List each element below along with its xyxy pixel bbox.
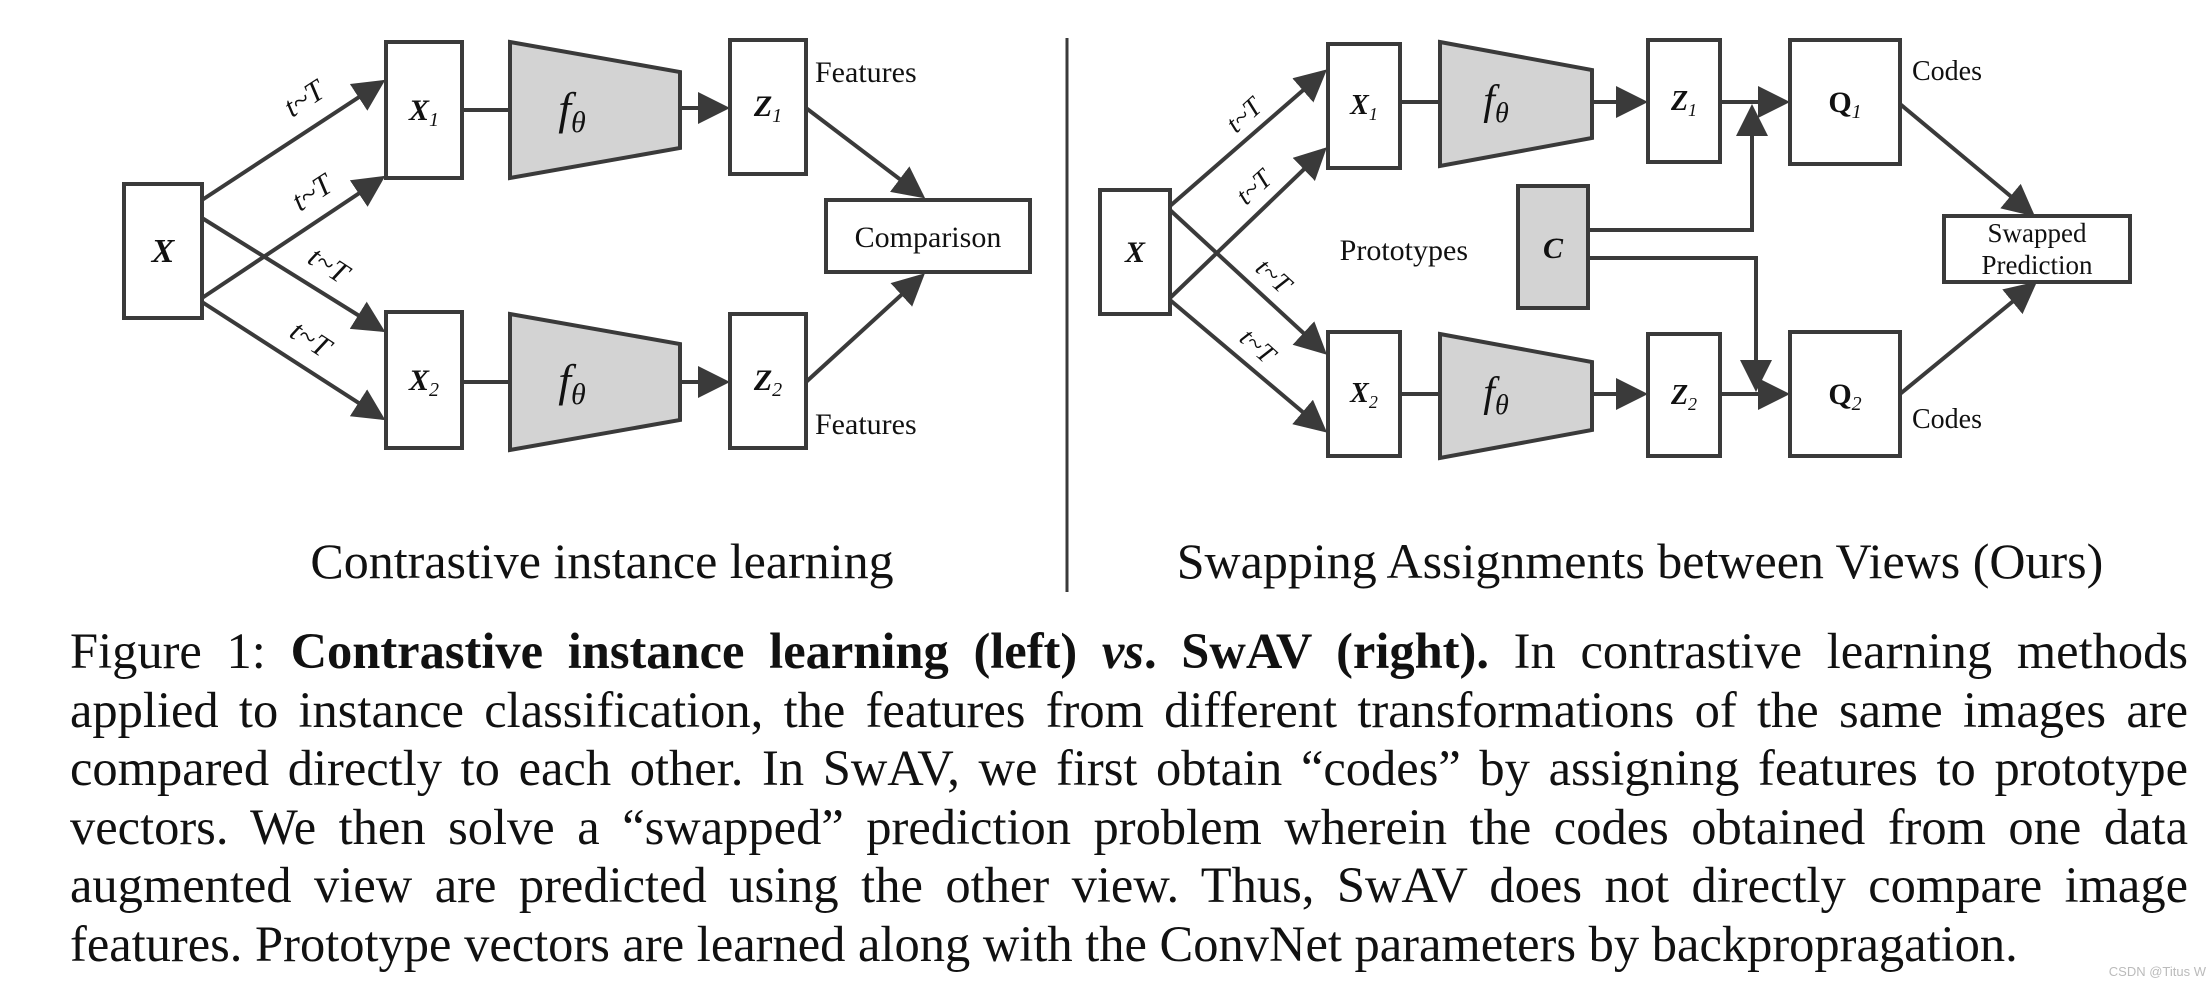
left-panel-title: Contrastive instance learning	[310, 533, 893, 589]
left-input-label: X	[151, 233, 176, 270]
right-feat1-label: Z1	[1670, 86, 1697, 120]
left-transform-label-1: t~T	[278, 72, 333, 123]
figure-caption: Figure 1: Contrastive instance learning …	[70, 622, 2188, 973]
watermark: CSDN @Titus W	[2108, 964, 2206, 979]
left-panel: X t~T t~T t~T t~T X1 X2 fθ fθ Z1 Z2	[122, 38, 1032, 589]
figure-diagram: X t~T t~T t~T t~T X1 X2 fθ fθ Z1 Z2	[122, 38, 2132, 592]
right-arrow-x-to-x1-a	[1168, 69, 1328, 208]
left-input-box	[122, 182, 204, 320]
code2-label: Q2	[1828, 378, 1861, 415]
right-transform-label-4: t~T	[1234, 322, 1283, 370]
prototypes-box	[1516, 184, 1590, 310]
right-feat2-label: Z2	[1670, 380, 1697, 414]
right-view1-label: X1	[1349, 90, 1378, 124]
comparison-label: Comparison	[855, 221, 1002, 254]
left-arrow-x-to-x2-b	[200, 300, 386, 421]
left-features-label-top: Features	[815, 56, 917, 89]
caption-bold-part2: . SwAV (right).	[1143, 623, 1489, 679]
right-panel: X t~T t~T t~T t~T X1 X2 fθ fθ Z1 Z2	[1098, 38, 2132, 589]
left-view2-label: X2	[408, 364, 439, 401]
right-feat2-box	[1646, 332, 1722, 458]
codes-label-bottom: Codes	[1912, 404, 1982, 435]
swapped-prediction-line2: Prediction	[1982, 250, 2093, 280]
right-input-box	[1098, 188, 1172, 316]
code1-box	[1788, 38, 1902, 166]
swapped-prediction-line1: Swapped	[1988, 218, 2087, 248]
code1-label: Q1	[1828, 86, 1861, 123]
left-arrow-x-to-x2-a	[200, 216, 386, 333]
left-feat1-box	[728, 38, 808, 176]
left-arrow-x-to-x1-b	[200, 175, 386, 300]
left-encoder-1	[508, 39, 682, 181]
right-encoder-1	[1438, 39, 1594, 169]
codes-label-top: Codes	[1912, 56, 1982, 87]
left-arrow-z2-comparison	[804, 273, 925, 384]
left-encoder-2	[508, 311, 682, 453]
caption-body: In contrastive learning methods applied …	[70, 623, 2189, 972]
right-panel-title: Swapping Assignments between Views (Ours…	[1177, 533, 2104, 589]
left-feat1-label: Z1	[753, 90, 782, 127]
right-arrow-c-to-q2	[1588, 256, 1772, 392]
left-view2-box	[384, 310, 464, 450]
left-encoder-2-label: fθ	[558, 355, 586, 411]
right-transform-label-2: t~T	[1230, 162, 1279, 210]
right-arrow-x-to-x2-a	[1168, 208, 1327, 355]
right-transform-label-3: t~T	[1250, 252, 1299, 300]
right-arrow-q1-swapped	[1898, 102, 2036, 217]
caption-italic-vs: vs	[1101, 623, 1144, 679]
prototypes-var-label: C	[1543, 232, 1564, 265]
left-feat2-box	[728, 312, 808, 450]
left-arrow-x-to-x1-a	[200, 79, 386, 202]
right-arrow-c-to-q1	[1588, 104, 1768, 232]
right-arrow-x-to-x2-b	[1168, 298, 1328, 433]
right-transform-label-1: t~T	[1220, 90, 1269, 138]
right-arrow-q2-swapped	[1898, 281, 2038, 396]
right-view2-label: X2	[1349, 378, 1378, 412]
right-input-label: X	[1124, 236, 1146, 269]
prototypes-label: Prototypes	[1340, 234, 1468, 267]
caption-figure-label: Figure 1:	[70, 623, 266, 679]
left-view1-box	[384, 40, 464, 180]
left-feat2-label: Z2	[753, 364, 782, 401]
caption-bold-part1: Contrastive instance learning (left)	[290, 623, 1078, 679]
code2-box	[1788, 330, 1902, 458]
left-view1-label: X1	[408, 94, 439, 131]
left-arrow-z1-comparison	[804, 106, 926, 199]
left-features-label-bottom: Features	[815, 408, 917, 441]
right-view1-box	[1326, 42, 1402, 170]
comparison-box	[824, 198, 1032, 274]
swapped-prediction-box	[1942, 214, 2132, 284]
right-view2-box	[1326, 330, 1402, 458]
right-encoder-2	[1438, 331, 1594, 461]
right-arrow-x-to-x1-b	[1168, 147, 1327, 300]
